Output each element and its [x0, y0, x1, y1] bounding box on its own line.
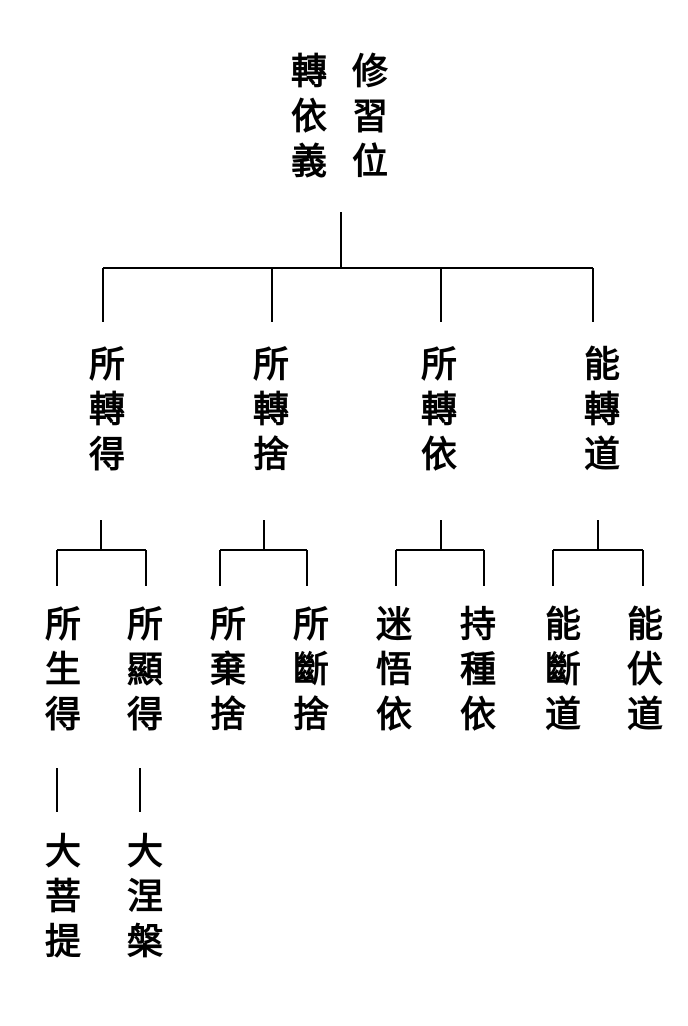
leaf-node-1: 大菩提 — [39, 832, 80, 967]
child-node-3-2: 持種依 — [454, 605, 495, 740]
child-node-1-2: 所顯得 — [121, 605, 162, 740]
branch-node-1: 所轉得 — [83, 345, 124, 480]
child-node-2-1: 所棄捨 — [204, 605, 245, 740]
leaf-node-2: 大涅槃 — [121, 832, 162, 967]
child-node-2-2: 所斷捨 — [287, 605, 328, 740]
child-node-1-1: 所生得 — [39, 605, 80, 740]
branch-node-3: 所轉依 — [415, 345, 456, 480]
branch-node-4: 能轉道 — [578, 345, 619, 480]
branch-node-2: 所轉捨 — [247, 345, 288, 480]
child-node-4-1: 能斷道 — [539, 605, 580, 740]
root-node-right-column: 修習位 — [346, 52, 387, 187]
root-node-left-column: 轉依義 — [285, 52, 326, 187]
child-node-3-1: 迷悟依 — [370, 605, 411, 740]
child-node-4-2: 能伏道 — [621, 605, 662, 740]
